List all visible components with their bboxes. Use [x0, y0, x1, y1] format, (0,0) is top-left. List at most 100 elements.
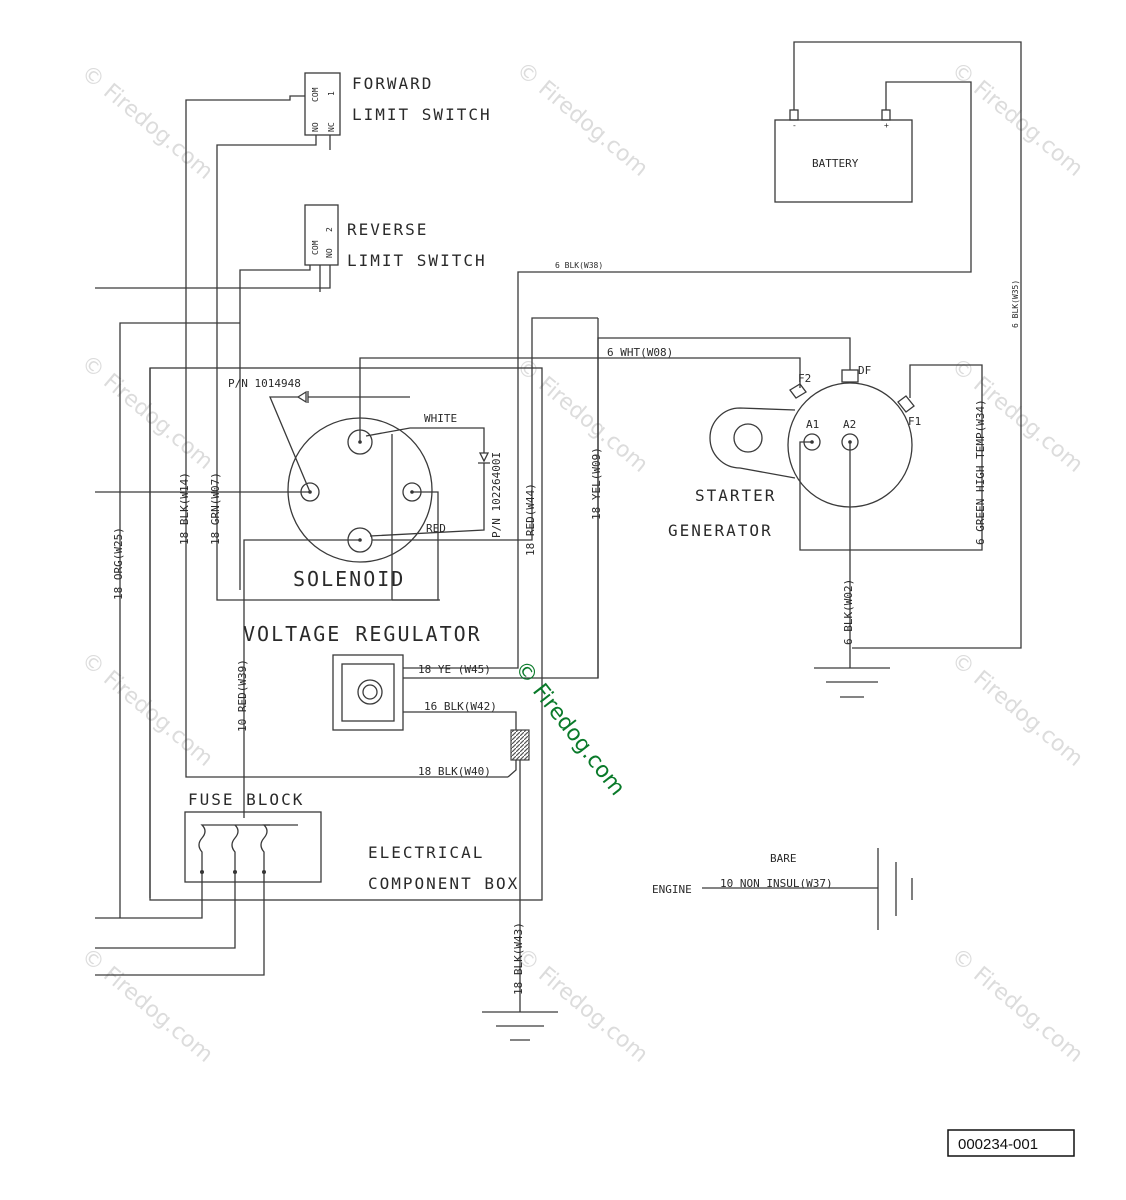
battery-neg-label: - [792, 121, 797, 130]
f1-label: F1 [908, 415, 921, 428]
regulator-outer [332, 654, 404, 731]
ground-terminal-block [510, 729, 530, 761]
diode-102264001 [478, 452, 490, 464]
wire-label-w40: 18 BLK(W40) [418, 765, 491, 778]
watermark: © Firedog.com [76, 943, 217, 1067]
battery-neg-wire [793, 41, 1022, 649]
reverse-switch-label-2: LIMIT SWITCH [347, 251, 487, 270]
solenoid-bottom-wire [243, 539, 360, 818]
reverse-pin-2: 2 [325, 227, 334, 232]
battery: - + BATTERY [774, 109, 913, 203]
regulator-inner [341, 663, 395, 722]
wire-label-w45: 18 YE (W45) [418, 663, 491, 676]
fuse-2 [231, 824, 239, 870]
engine-label: ENGINE [652, 883, 692, 896]
wire-label-w37: 10 NON INSUL(W37) [720, 877, 833, 890]
forward-pin-com: COM [311, 87, 320, 102]
solenoid-label: SOLENOID [293, 567, 405, 591]
forward-pin-no: NO [311, 122, 320, 132]
wire-label-w42: 16 BLK(W42) [424, 700, 497, 713]
df-label: DF [858, 364, 871, 377]
forward-pin-nc: NC [327, 122, 336, 132]
fuse-block-label: FUSE BLOCK [188, 790, 304, 809]
electrical-box-label-1: ELECTRICAL [368, 843, 484, 862]
diode2-wire [365, 427, 485, 537]
diode-1014948 [296, 390, 309, 404]
wire-label-w39: 10 RED(W39) [236, 659, 249, 732]
reverse-switch-body [304, 204, 339, 266]
watermark: © Firedog.com [76, 647, 217, 771]
reverse-switch-wire-1 [239, 265, 311, 590]
wire-label-w44: 18 RED(W44) [524, 483, 537, 556]
wire-label-w34: 6 GREEN HIGH TEMP(W34) [974, 399, 987, 545]
forward-switch-wire-1 [185, 95, 508, 778]
w34-wire [799, 364, 983, 551]
battery-pos-label: + [884, 121, 889, 130]
w40-wire [507, 760, 517, 778]
w42-wire [403, 711, 517, 730]
terminal-f1 [897, 395, 915, 413]
watermark-group: © Firedog.com © Firedog.com © Firedog.co… [76, 57, 1087, 1067]
fuse-block [184, 811, 322, 883]
solenoid: SOLENOID [287, 417, 433, 591]
reverse-pin-com: COM [311, 240, 320, 255]
part-number: 000234-001 [958, 1136, 1038, 1153]
starter-generator: A1 A2 F2 DF F1 STARTER GENERATOR [668, 364, 921, 540]
starter-label-2: GENERATOR [668, 521, 773, 540]
wire-label-w02: 6 BLK(W02) [842, 579, 855, 645]
fuse-output-3 [95, 872, 265, 976]
w25-wire [119, 322, 240, 918]
watermark: © Firedog.com [76, 60, 217, 184]
fuse-output-2 [95, 872, 236, 949]
watermark: © Firedog.com [511, 57, 652, 181]
terminal-f2 [789, 383, 807, 399]
watermark: © Firedog.com [946, 647, 1087, 771]
fuse-output-1 [95, 872, 203, 919]
regulator-knob [357, 679, 383, 705]
ground-symbol-2 [814, 667, 890, 698]
fuse-3 [260, 824, 298, 870]
wire-label-w35: 6 BLK(W35) [1011, 280, 1020, 328]
voltage-regulator [332, 654, 404, 731]
watermark: © Firedog.com [511, 943, 652, 1067]
battery-pos-terminal [881, 109, 891, 121]
white-label: WHITE [424, 412, 457, 425]
forward-switch-label-1: FORWARD [352, 74, 433, 93]
forward-switch-label-2: LIMIT SWITCH [352, 105, 492, 124]
wire-label-w14: 18 BLK(W14) [178, 472, 191, 545]
wire-label-w43: 18 BLK(W43) [512, 922, 525, 995]
w08-wire [597, 337, 851, 678]
red-label: RED [426, 522, 446, 535]
engine-ground-symbol [877, 848, 913, 930]
wire-label-w07: 18 GRN(W07) [209, 472, 222, 545]
forward-pin-1: 1 [327, 91, 336, 96]
starter-label-1: STARTER [695, 486, 776, 505]
ground-symbol-1 [482, 1011, 558, 1041]
diode2-pn-label: P/N 10226400I [490, 452, 503, 538]
voltage-regulator-label: VOLTAGE REGULATOR [243, 622, 482, 646]
reverse-pin-no: NO [325, 248, 334, 258]
terminal-df [841, 369, 859, 383]
wire-label-w09: 18 YEL(W09) [590, 447, 603, 520]
battery-label: BATTERY [812, 157, 859, 170]
forward-switch-wire-2 [216, 135, 440, 601]
a1-label: A1 [806, 418, 819, 431]
wire-label-w25: 18 ORG(W25) [112, 527, 125, 600]
electrical-box-label-2: COMPONENT BOX [368, 874, 519, 893]
diode1-wire [269, 396, 410, 493]
reverse-switch-wire-3 [95, 265, 331, 289]
watermark: © Firedog.com [946, 943, 1087, 1067]
bare-label: BARE [770, 852, 797, 865]
diode1-pn-label: P/N 1014948 [228, 377, 301, 390]
reverse-switch-label-1: REVERSE [347, 220, 428, 239]
battery-body [774, 119, 913, 203]
wire-label-w08: 6 WHT(W08) [607, 346, 673, 359]
solenoid-right-wire [391, 434, 439, 601]
a2-label: A2 [843, 418, 856, 431]
battery-neg-terminal [789, 109, 799, 121]
part-number-frame [947, 1129, 1075, 1157]
watermark: © Firedog.com [946, 353, 1087, 477]
part-number-box: 000234-001 [947, 1129, 1075, 1157]
reverse-limit-switch: COM 2 NO REVERSE LIMIT SWITCH [304, 204, 487, 270]
